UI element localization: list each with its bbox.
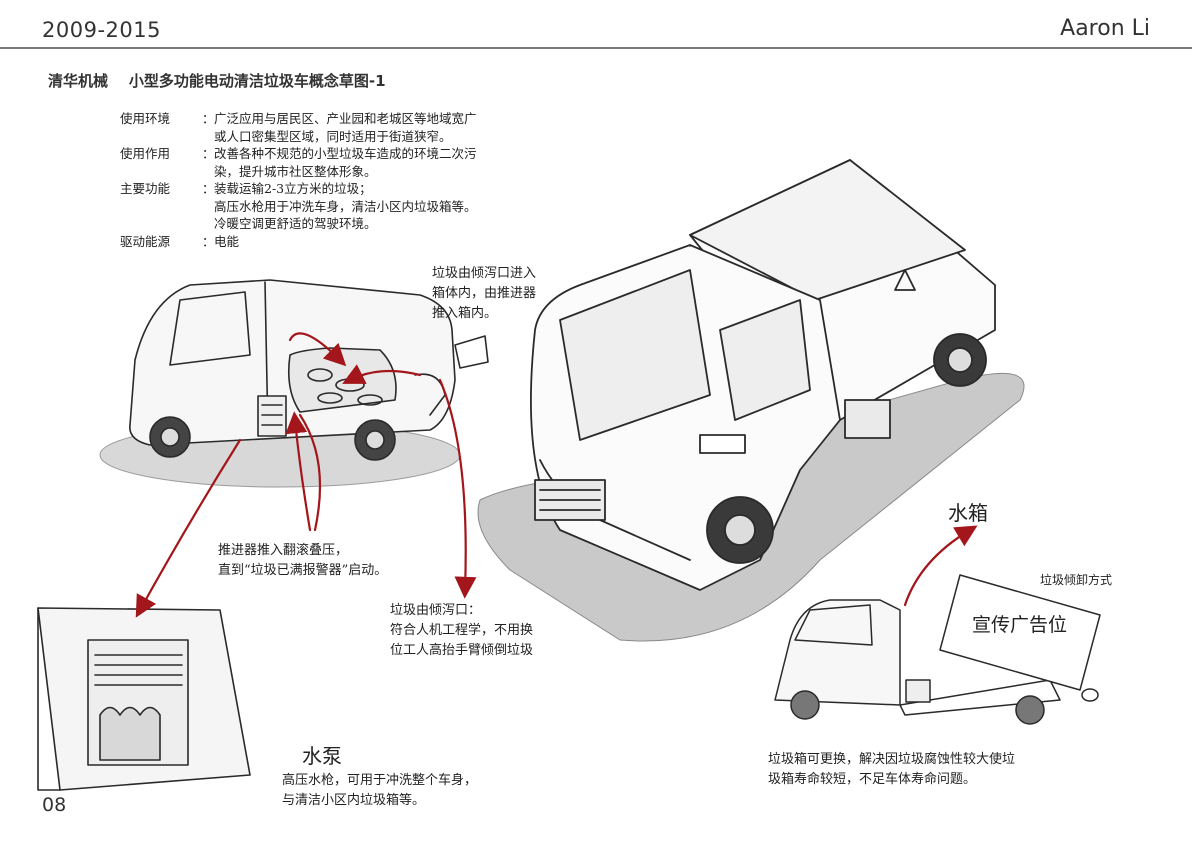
spec-line: 装载运输2-3立方米的垃圾； [214,181,372,196]
label-water-pump: 水泵 [302,744,342,768]
spec-text: 装载运输2-3立方米的垃圾； 高压水枪用于冲洗车身，清洁小区内垃圾箱等。 冷暖空… [214,180,654,233]
label-dump-method: 垃圾倾卸方式 [1040,573,1113,587]
spec-separator: ： [202,181,215,196]
spec-line: 冷暖空调更舒适的驾驶环境。 [214,216,377,231]
spec-line: 高压水枪用于冲洗车身，清洁小区内垃圾箱等。 [214,198,477,214]
arrow-pusher-note [285,411,312,532]
arrow-intake [288,332,347,367]
spec-environment: 使用环境 ： 广泛应用与居民区、产业园和老城区等地域宽广 或人口密集型区域，同时… [120,110,654,145]
note-line: 高压水枪，可用于冲洗整个车身， [282,773,478,788]
note-line: 与清洁小区内垃圾箱等。 [282,793,426,808]
spec-separator: ： [202,233,215,249]
arrow-water-tank [903,525,978,607]
spec-label: 使用作用 [120,146,171,161]
note-line: 直到“垃圾已满报警器”启动。 [218,563,388,578]
label-water-tank: 水箱 [948,501,988,525]
note-line: 垃圾由倾泻口进入 [432,266,537,281]
note-intake: 垃圾由倾泻口进入 箱体内，由推进器 推入箱内。 [432,264,536,324]
note-line: 箱体内，由推进器 [432,286,537,301]
page-title: 清华机械 小型多功能电动清洁垃圾车概念草图-1 [48,72,386,90]
spec-power: 驱动能源 ： 电能 [120,233,654,251]
spec-line: 广泛应用与居民区、产业园和老城区等地域宽广 [214,111,477,126]
spec-label: 使用环境 [120,111,171,126]
spec-label: 主要功能 [120,181,171,196]
annotation-arrows [135,332,978,618]
note-line: 推入箱内。 [432,306,498,321]
note-pump: 高压水枪，可用于冲洗整个车身， 与清洁小区内垃圾箱等。 [282,771,477,811]
spec-text: 电能 [214,233,654,251]
note-line: 符合人机工程学，不用换 [390,623,534,638]
note-line: 位工人高抬手臂倾倒垃圾 [390,643,534,658]
dump-truck-sketch [774,574,1101,725]
wheel-icon [790,690,820,720]
arrow-push [342,364,422,384]
spec-label: 驱动能源 [120,233,171,249]
spec-purpose: 使用作用 ： 改善各种不规范的小型垃圾车造成的环境二次污 染，提升城市社区整体形… [120,145,654,180]
spec-text: 改善各种不规范的小型垃圾车造成的环境二次污 染，提升城市社区整体形象。 [214,145,654,180]
note-line: 圾箱寿命较短，不足车体寿命问题。 [768,772,977,787]
spec-separator: ： [202,146,215,161]
label-ad-space: 宣传广告位 [972,614,1068,636]
header-years: 2009-2015 [42,18,161,42]
spec-functions: 主要功能 ： 装载运输2-3立方米的垃圾； 高压水枪用于冲洗车身，清洁小区内垃圾… [120,180,654,233]
recycle-icon [894,269,916,291]
spec-line: 染，提升城市社区整体形象。 [214,163,377,179]
header-divider [0,47,1192,49]
arrow-chute [438,378,477,599]
page-number: 08 [42,794,67,816]
spec-separator: ： [202,111,215,126]
spec-list: 使用环境 ： 广泛应用与居民区、产业园和老城区等地域宽广 或人口密集型区域，同时… [120,110,654,250]
header-author: Aaron Li [1060,16,1150,41]
spec-line: 改善各种不规范的小型垃圾车造成的环境二次污 [214,146,477,161]
main-truck-sketch [477,159,1025,642]
arrow-pump [135,438,242,618]
spec-text: 广泛应用与居民区、产业园和老城区等地域宽广 或人口密集型区域，同时适用于街道狭窄… [214,110,654,145]
note-chute: 垃圾由倾泻口： 符合人机工程学，不用换 位工人高抬手臂倾倒垃圾 [390,601,533,661]
note-line: 推进器推入翻滚叠压， [218,543,349,558]
note-line: 垃圾箱可更换，解决因垃圾腐蚀性较大使垃 [768,752,1016,767]
spec-line: 或人口密集型区域，同时适用于街道狭窄。 [214,128,452,144]
pump-compartment-sketch [37,607,251,791]
spec-line: 电能 [214,233,240,249]
note-line: 垃圾由倾泻口： [390,603,482,618]
side-truck-sketch [99,279,489,488]
note-bin: 垃圾箱可更换，解决因垃圾腐蚀性较大使垃 圾箱寿命较短，不足车体寿命问题。 [768,750,1015,790]
wheel-icon [1015,695,1045,725]
arrow-pusher-curve [298,413,322,532]
note-pusher: 推进器推入翻滚叠压， 直到“垃圾已满报警器”启动。 [218,541,387,581]
